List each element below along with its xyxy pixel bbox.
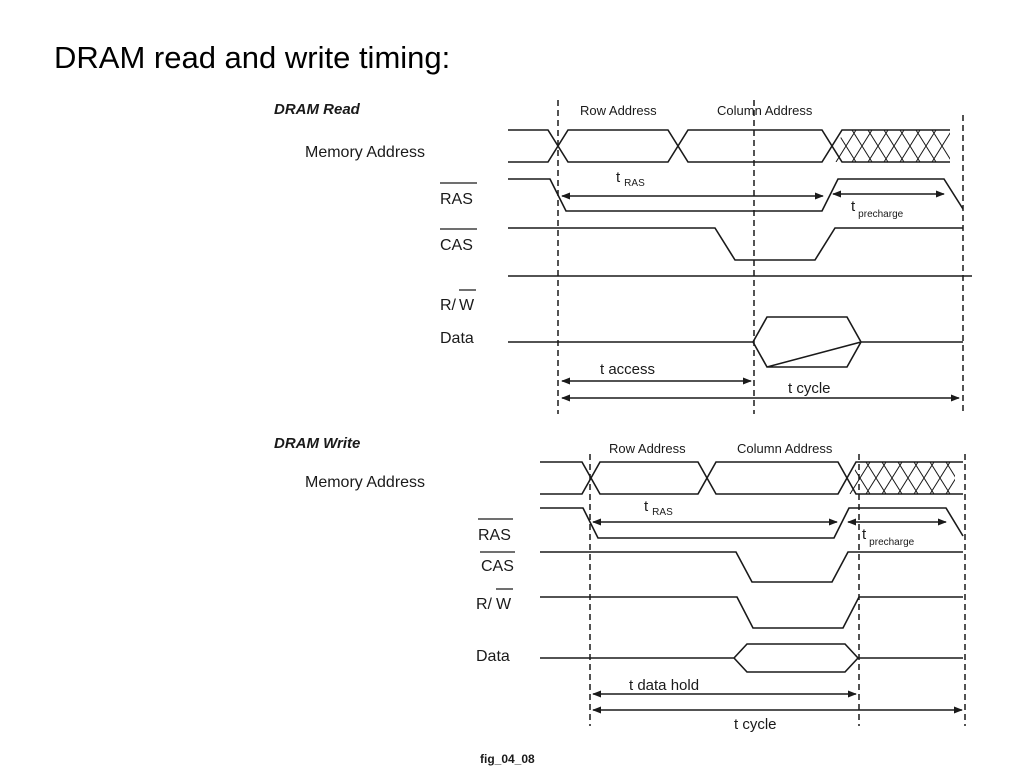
write-cas-waveform — [540, 551, 963, 583]
read-cas-waveform — [508, 227, 963, 261]
read-data-label: Data — [440, 330, 474, 347]
read-ras-label: RAS — [440, 182, 477, 208]
write-cas-label: CAS — [480, 551, 515, 575]
write-t-data-hold-label: t data hold — [629, 677, 699, 694]
read-dont-care-hatch — [835, 130, 950, 162]
write-row-address-label: Row Address — [609, 441, 686, 456]
write-memory-address-label: Memory Address — [305, 474, 425, 491]
svg-text:CAS: CAS — [481, 558, 514, 575]
write-section-title: DRAM Write — [274, 435, 360, 452]
dram-read-section: DRAM Read Row Address Column Address Mem… — [274, 100, 972, 414]
write-t-cycle-label: t cycle — [734, 716, 777, 733]
svg-text:W: W — [496, 596, 512, 613]
read-rw-label: R/ W — [440, 289, 476, 314]
svg-text:CAS: CAS — [440, 237, 473, 254]
figure-label: fig_04_08 — [480, 752, 535, 766]
write-ras-label: RAS — [478, 518, 513, 544]
svg-text:RAS: RAS — [478, 527, 511, 544]
dram-write-section: DRAM Write Row Address Column Address Me… — [274, 435, 966, 733]
write-rw-waveform — [540, 596, 963, 629]
svg-text:W: W — [459, 297, 475, 314]
write-column-address-label: Column Address — [737, 441, 833, 456]
svg-text:R/: R/ — [476, 596, 493, 613]
read-memory-address-label: Memory Address — [305, 144, 425, 161]
read-data-waveform — [508, 316, 963, 368]
svg-text:RAS: RAS — [440, 191, 473, 208]
write-dont-care-hatch — [849, 462, 955, 494]
slide-title: DRAM read and write timing: — [54, 40, 451, 75]
read-t-access-label: t access — [600, 361, 655, 378]
write-data-waveform — [540, 643, 963, 673]
read-column-address-label: Column Address — [717, 103, 813, 118]
write-ras-waveform — [540, 507, 964, 539]
read-section-title: DRAM Read — [274, 101, 361, 118]
read-cas-label: CAS — [440, 228, 477, 254]
read-ras-waveform — [508, 178, 964, 212]
read-t-cycle-label: t cycle — [788, 380, 831, 397]
write-rw-label: R/ W — [476, 588, 513, 613]
read-address-waveform — [508, 129, 950, 163]
write-data-label: Data — [476, 648, 510, 665]
svg-text:R/: R/ — [440, 297, 457, 314]
read-row-address-label: Row Address — [580, 103, 657, 118]
